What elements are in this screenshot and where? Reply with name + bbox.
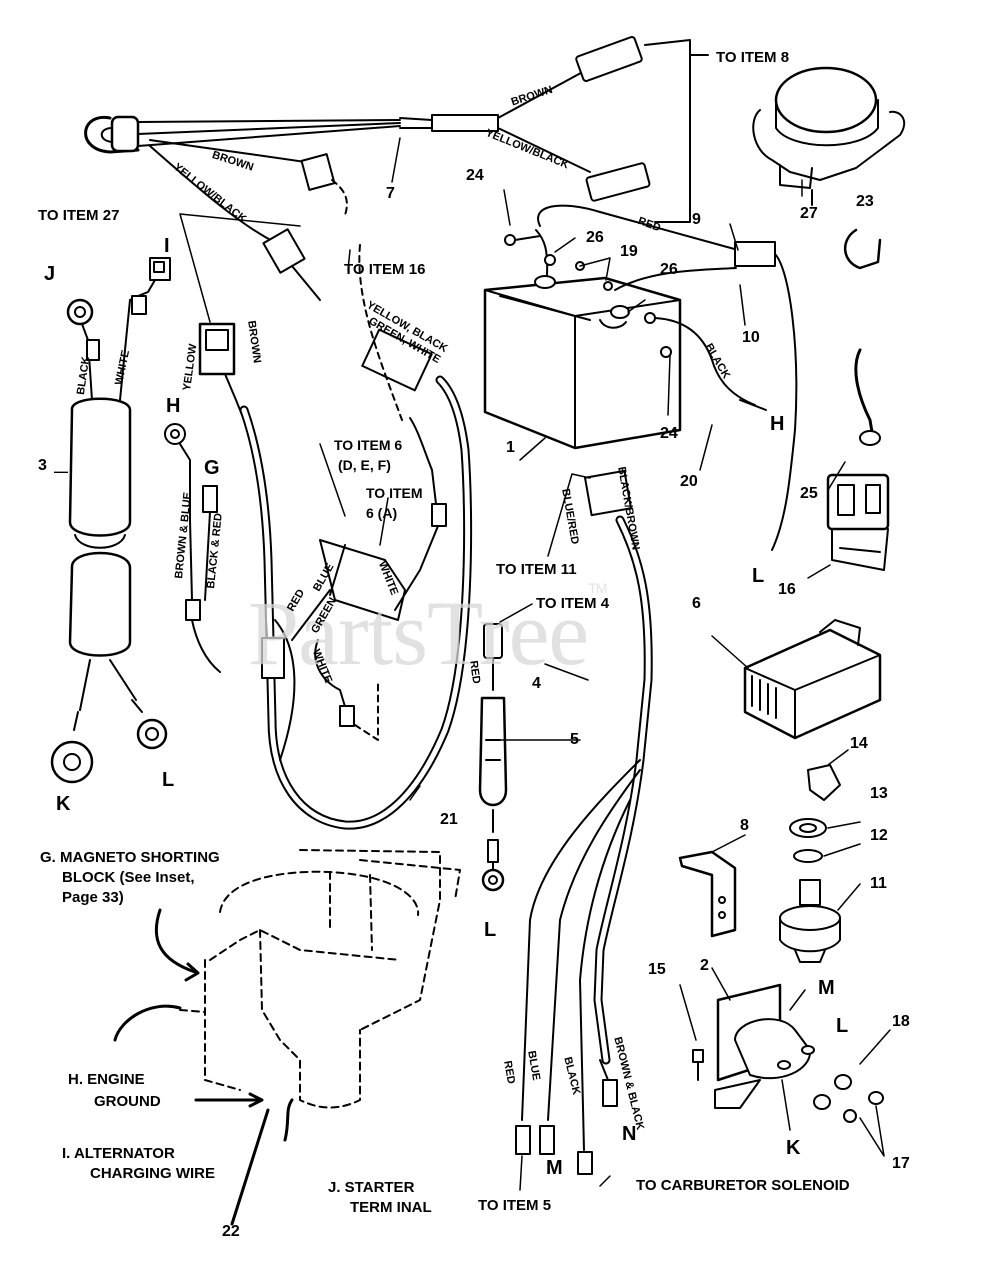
letter-j: J <box>44 263 56 285</box>
part-2-starter-solenoid <box>692 983 884 1123</box>
callout-12: 12 <box>870 827 888 844</box>
callout-g-line3: Page 33) <box>62 889 124 906</box>
part-27-starter-solenoid <box>752 66 906 206</box>
callout-j-line2: TERM INAL <box>350 1199 432 1216</box>
callout-22: 22 <box>222 1223 240 1240</box>
callout-j-line1: J. STARTER <box>328 1179 415 1196</box>
callout-13: 13 <box>870 785 888 802</box>
letter-k: K <box>56 793 71 815</box>
battery-cables <box>504 204 798 551</box>
callout-26-right: 26 <box>660 261 678 278</box>
callout-10: 10 <box>742 329 760 346</box>
letter-l-item5: L <box>484 919 497 941</box>
letter-l-battery: L <box>752 565 765 587</box>
callout-2: 2 <box>700 957 709 974</box>
watermark-text: PartsTree <box>248 582 589 684</box>
engine-outline <box>179 849 461 1109</box>
ref-to-carburetor: TO CARBURETOR SOLENOID <box>636 1177 850 1194</box>
callout-24-top: 24 <box>466 167 484 184</box>
letter-m-item2: M <box>818 977 835 999</box>
harness-item-21 <box>198 244 473 830</box>
part-6-connector <box>743 619 882 740</box>
ref-to-item-16: TO ITEM 16 <box>344 261 426 278</box>
connector-to-item-8 <box>575 36 709 223</box>
callout-20: 20 <box>680 473 698 490</box>
part-5-fuse-holder <box>478 623 508 892</box>
harness-item-4 <box>515 469 653 1175</box>
part-23-clip <box>844 228 882 270</box>
callout-i-line1: I. ALTERNATOR <box>62 1145 175 1162</box>
part-1-battery <box>483 275 682 450</box>
callout-24-bottom: 24 <box>660 425 678 442</box>
ref-to-item-27: TO ITEM 27 <box>38 207 120 224</box>
callout-6: 6 <box>692 595 701 612</box>
ref-to-item-6a-line2: 6 (A) <box>366 505 398 521</box>
callout-16: 16 <box>778 581 796 598</box>
ref-to-item-6-line1: TO ITEM 6 <box>334 437 403 453</box>
letter-h-right: H <box>770 413 785 435</box>
callout-3-dash: — <box>54 463 68 479</box>
leader-lines <box>179 137 891 1191</box>
letter-l-item2: L <box>836 1015 849 1037</box>
callout-8: 8 <box>740 817 749 834</box>
callout-17: 17 <box>892 1155 910 1172</box>
callout-19: 19 <box>620 243 638 260</box>
callout-18: 18 <box>892 1013 910 1030</box>
letter-k-item2: K <box>786 1137 801 1159</box>
watermark-tm: TM <box>588 580 607 596</box>
letter-g: G <box>204 457 220 479</box>
ref-to-item-11: TO ITEM 11 <box>496 561 577 578</box>
letter-i: I <box>164 235 170 257</box>
callout-26-left: 26 <box>586 229 604 246</box>
callout-arrows <box>113 908 294 1226</box>
callout-h-line1: H. ENGINE <box>68 1071 145 1088</box>
callout-h-line2: GROUND <box>94 1093 161 1110</box>
ref-to-item-4: TO ITEM 4 <box>536 595 610 612</box>
key-switch-assembly <box>779 764 841 963</box>
callout-21: 21 <box>440 811 458 828</box>
part-8-bracket <box>678 850 737 938</box>
ref-to-item-5: TO ITEM 5 <box>478 1197 552 1214</box>
callout-9: 9 <box>692 211 701 228</box>
ref-to-item-6a-line1: TO ITEM <box>366 485 423 501</box>
callout-i-line2: CHARGING WIRE <box>90 1165 215 1182</box>
callout-1: 1 <box>506 439 515 456</box>
letter-m-item5: M <box>546 1157 563 1179</box>
part-25-and-16 <box>826 348 890 571</box>
callout-14: 14 <box>850 735 868 752</box>
callout-11: 11 <box>870 875 887 892</box>
callout-23: 23 <box>856 193 874 210</box>
ref-to-item-8: TO ITEM 8 <box>716 49 790 66</box>
ref-to-item-6-line2: (D, E, F) <box>338 457 391 473</box>
callout-7: 7 <box>386 185 395 202</box>
letter-l-left: L <box>162 769 175 791</box>
wire-red-5: RED <box>467 659 483 685</box>
ground-and-shorting-leads <box>164 423 221 673</box>
letter-n: N <box>622 1123 637 1145</box>
callout-3: 3 <box>38 457 47 474</box>
callout-5: 5 <box>570 731 579 748</box>
callout-g-line1: G. MAGNETO SHORTING <box>40 849 220 866</box>
watermark: PartsTreeTM <box>248 580 608 686</box>
callout-27: 27 <box>800 205 818 222</box>
part-3-harness <box>50 257 171 784</box>
callout-4: 4 <box>532 675 541 692</box>
harness-item-7 <box>84 67 591 301</box>
callout-15: 15 <box>648 961 666 978</box>
callout-g-line2: BLOCK (See Inset, <box>62 869 195 886</box>
callout-25: 25 <box>800 485 818 502</box>
letter-h-left: H <box>166 395 181 417</box>
